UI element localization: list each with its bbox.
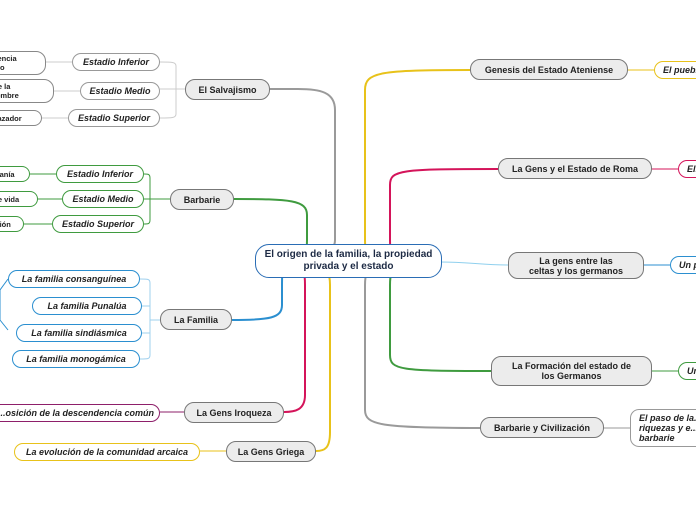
topic-label: La Gens Iroqueza xyxy=(196,407,272,418)
topic-label: Barbarie y Civilización xyxy=(493,422,591,433)
detail-label: ... cazador xyxy=(0,113,22,123)
subtopic-label: La familia monogámica xyxy=(26,354,126,364)
subtopic-familia-sindiasmica[interactable]: La familia sindiásmica xyxy=(16,324,142,342)
detail-ateniense[interactable]: El puebl... xyxy=(654,61,696,79)
subtopic-barbarie-superior[interactable]: Estadio Superior xyxy=(52,215,144,233)
central-topic[interactable]: El origen de la familia, la propiedad pr… xyxy=(255,244,442,278)
topic-gens-griega[interactable]: La Gens Griega xyxy=(226,441,316,462)
topic-label: La Formación del estado de los Germanos xyxy=(511,361,632,381)
topic-label: Genesis del Estado Ateniense xyxy=(484,64,614,75)
topic-label: La Gens Griega xyxy=(237,446,305,457)
subtopic-familia-consanguinea[interactable]: La familia consanguínea xyxy=(8,270,140,288)
topic-label: La Familia xyxy=(173,314,218,325)
central-topic-label: El origen de la familia, la propiedad pr… xyxy=(264,249,433,272)
detail-label: ...ación xyxy=(0,219,11,229)
detail-celtas[interactable]: Un p... xyxy=(670,256,696,274)
detail-civilizacion[interactable]: El paso de la... riquezas y e... barbari… xyxy=(630,409,696,447)
subtopic-label: La familia consanguínea xyxy=(21,274,127,284)
subtopic-label: Estadio Medio xyxy=(89,86,151,96)
topic-familia[interactable]: La Familia xyxy=(160,309,232,330)
detail-salvajismo-2[interactable]: ... de la ...hombre xyxy=(0,79,54,103)
detail-label: El... xyxy=(687,164,696,174)
topic-label: El Salvajismo xyxy=(198,84,257,95)
topic-label: La Gens y el Estado de Roma xyxy=(511,163,639,174)
detail-label: La evolución de la comunidad arcaica xyxy=(25,447,189,457)
detail-label: El puebl... xyxy=(663,65,696,75)
topic-gens-celtas-germanos[interactable]: La gens entre las celtas y los germanos xyxy=(508,252,644,279)
detail-label: ... de la ...hombre xyxy=(0,82,19,100)
detail-griega[interactable]: La evolución de la comunidad arcaica xyxy=(14,443,200,461)
subtopic-salvajismo-inferior[interactable]: Estadio Inferior xyxy=(72,53,160,71)
subtopic-familia-monogamica[interactable]: La familia monogámica xyxy=(12,350,140,368)
topic-barbarie-civilizacion[interactable]: Barbarie y Civilización xyxy=(480,417,604,438)
detail-salvajismo-1[interactable]: ...ivencia ...ano xyxy=(0,51,46,75)
subtopic-salvajismo-medio[interactable]: Estadio Medio xyxy=(80,82,160,100)
subtopic-label: Estadio Medio xyxy=(72,194,134,204)
subtopic-label: Estadio Superior xyxy=(61,219,134,229)
detail-label: Un... xyxy=(687,366,696,376)
detail-salvajismo-3[interactable]: ... cazador xyxy=(0,110,42,126)
detail-label: ...osición de la descendencia común xyxy=(0,408,155,418)
detail-label: El paso de la... riquezas y e... barbari… xyxy=(639,413,696,443)
subtopic-label: Estadio Inferior xyxy=(66,169,133,179)
topic-salvajismo[interactable]: El Salvajismo xyxy=(185,79,270,100)
topic-formacion-germanos[interactable]: La Formación del estado de los Germanos xyxy=(491,356,652,386)
subtopic-salvajismo-superior[interactable]: Estadio Superior xyxy=(68,109,160,127)
detail-label: ...ivencia ...ano xyxy=(0,54,17,72)
subtopic-label: Estadio Superior xyxy=(77,113,150,123)
detail-iroqueza[interactable]: ...osición de la descendencia común xyxy=(0,404,160,422)
topic-estado-ateniense[interactable]: Genesis del Estado Ateniense xyxy=(470,59,628,80)
topic-gens-roma[interactable]: La Gens y el Estado de Roma xyxy=(498,158,652,179)
subtopic-familia-punalua[interactable]: La familia Punalúa xyxy=(32,297,142,315)
detail-barbarie-3[interactable]: ...ación xyxy=(0,216,24,232)
detail-label: ... de vida xyxy=(0,194,20,204)
subtopic-label: La familia Punalúa xyxy=(47,301,127,311)
detail-germanos[interactable]: Un... xyxy=(678,362,696,380)
detail-barbarie-1[interactable]: ...esanía xyxy=(0,166,30,182)
subtopic-barbarie-inferior[interactable]: Estadio Inferior xyxy=(56,165,144,183)
detail-label: Un p... xyxy=(679,260,696,270)
subtopic-label: Estadio Inferior xyxy=(82,57,149,67)
subtopic-barbarie-medio[interactable]: Estadio Medio xyxy=(62,190,144,208)
topic-barbarie[interactable]: Barbarie xyxy=(170,189,234,210)
detail-roma[interactable]: El... xyxy=(678,160,696,178)
topic-gens-iroqueza[interactable]: La Gens Iroqueza xyxy=(184,402,284,423)
detail-barbarie-2[interactable]: ... de vida xyxy=(0,191,38,207)
topic-label: La gens entre las celtas y los germanos xyxy=(528,255,624,276)
detail-label: ...esanía xyxy=(0,169,15,179)
topic-label: Barbarie xyxy=(183,194,221,205)
subtopic-label: La familia sindiásmica xyxy=(31,328,127,338)
